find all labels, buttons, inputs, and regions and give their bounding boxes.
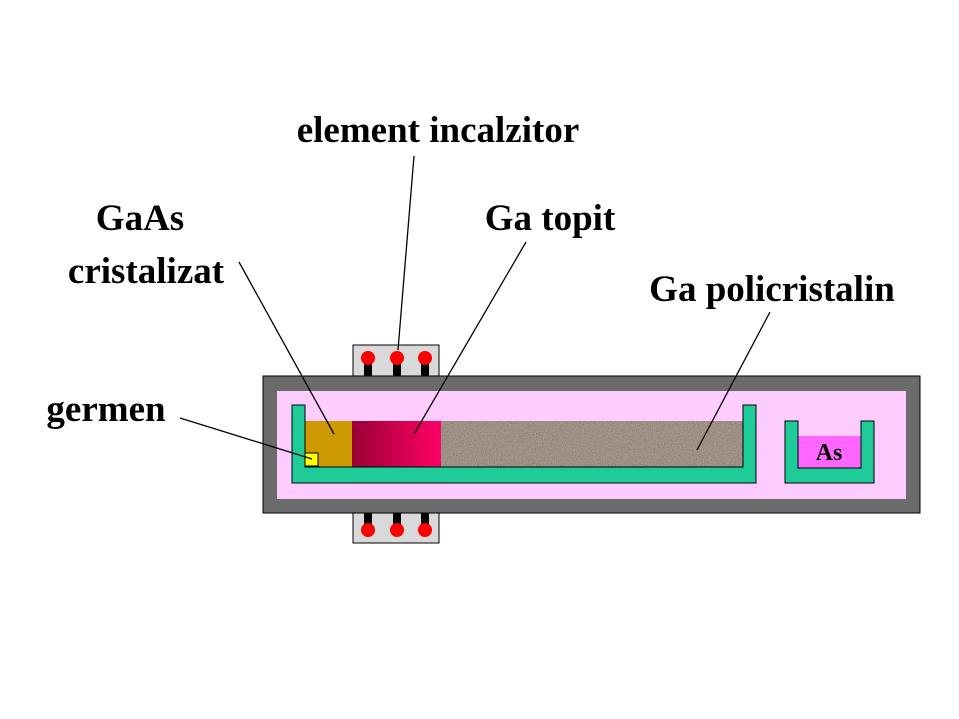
arsenic-label: As xyxy=(816,440,843,466)
seed-leader xyxy=(179,417,313,460)
leader-lines xyxy=(179,155,771,460)
gaas-leader xyxy=(238,261,335,435)
heater-coil-dot xyxy=(418,351,432,365)
heater-coil-dot xyxy=(390,351,404,365)
heater-label: element incalzitor xyxy=(297,110,580,151)
heater-bottom-coils xyxy=(361,512,432,537)
ga-poly-label: Ga policristalin xyxy=(649,269,895,310)
seed-label: germen xyxy=(46,389,166,430)
arsenic-charge xyxy=(798,436,861,468)
ga-molten-zone xyxy=(352,421,441,467)
heater-coil-dot xyxy=(418,523,432,537)
gaas-label-line2: cristalizat xyxy=(68,251,225,292)
heater-top xyxy=(352,344,440,378)
main-boat xyxy=(291,404,757,484)
gaas-label-line1: GaAs xyxy=(96,198,184,239)
heater-bottom xyxy=(352,511,440,544)
ga-poly-leader xyxy=(696,311,771,451)
arsenic-boat xyxy=(784,420,875,484)
ga-molten-leader xyxy=(413,241,527,435)
ga-molten-label: Ga topit xyxy=(485,198,616,239)
heater-top-coils xyxy=(361,351,432,378)
heater-coil-dot xyxy=(390,523,404,537)
heater-coil-dot xyxy=(361,351,375,365)
heater-leader xyxy=(397,155,415,351)
heater-coil-dot xyxy=(361,523,375,537)
ga-poly-zone xyxy=(441,421,743,467)
